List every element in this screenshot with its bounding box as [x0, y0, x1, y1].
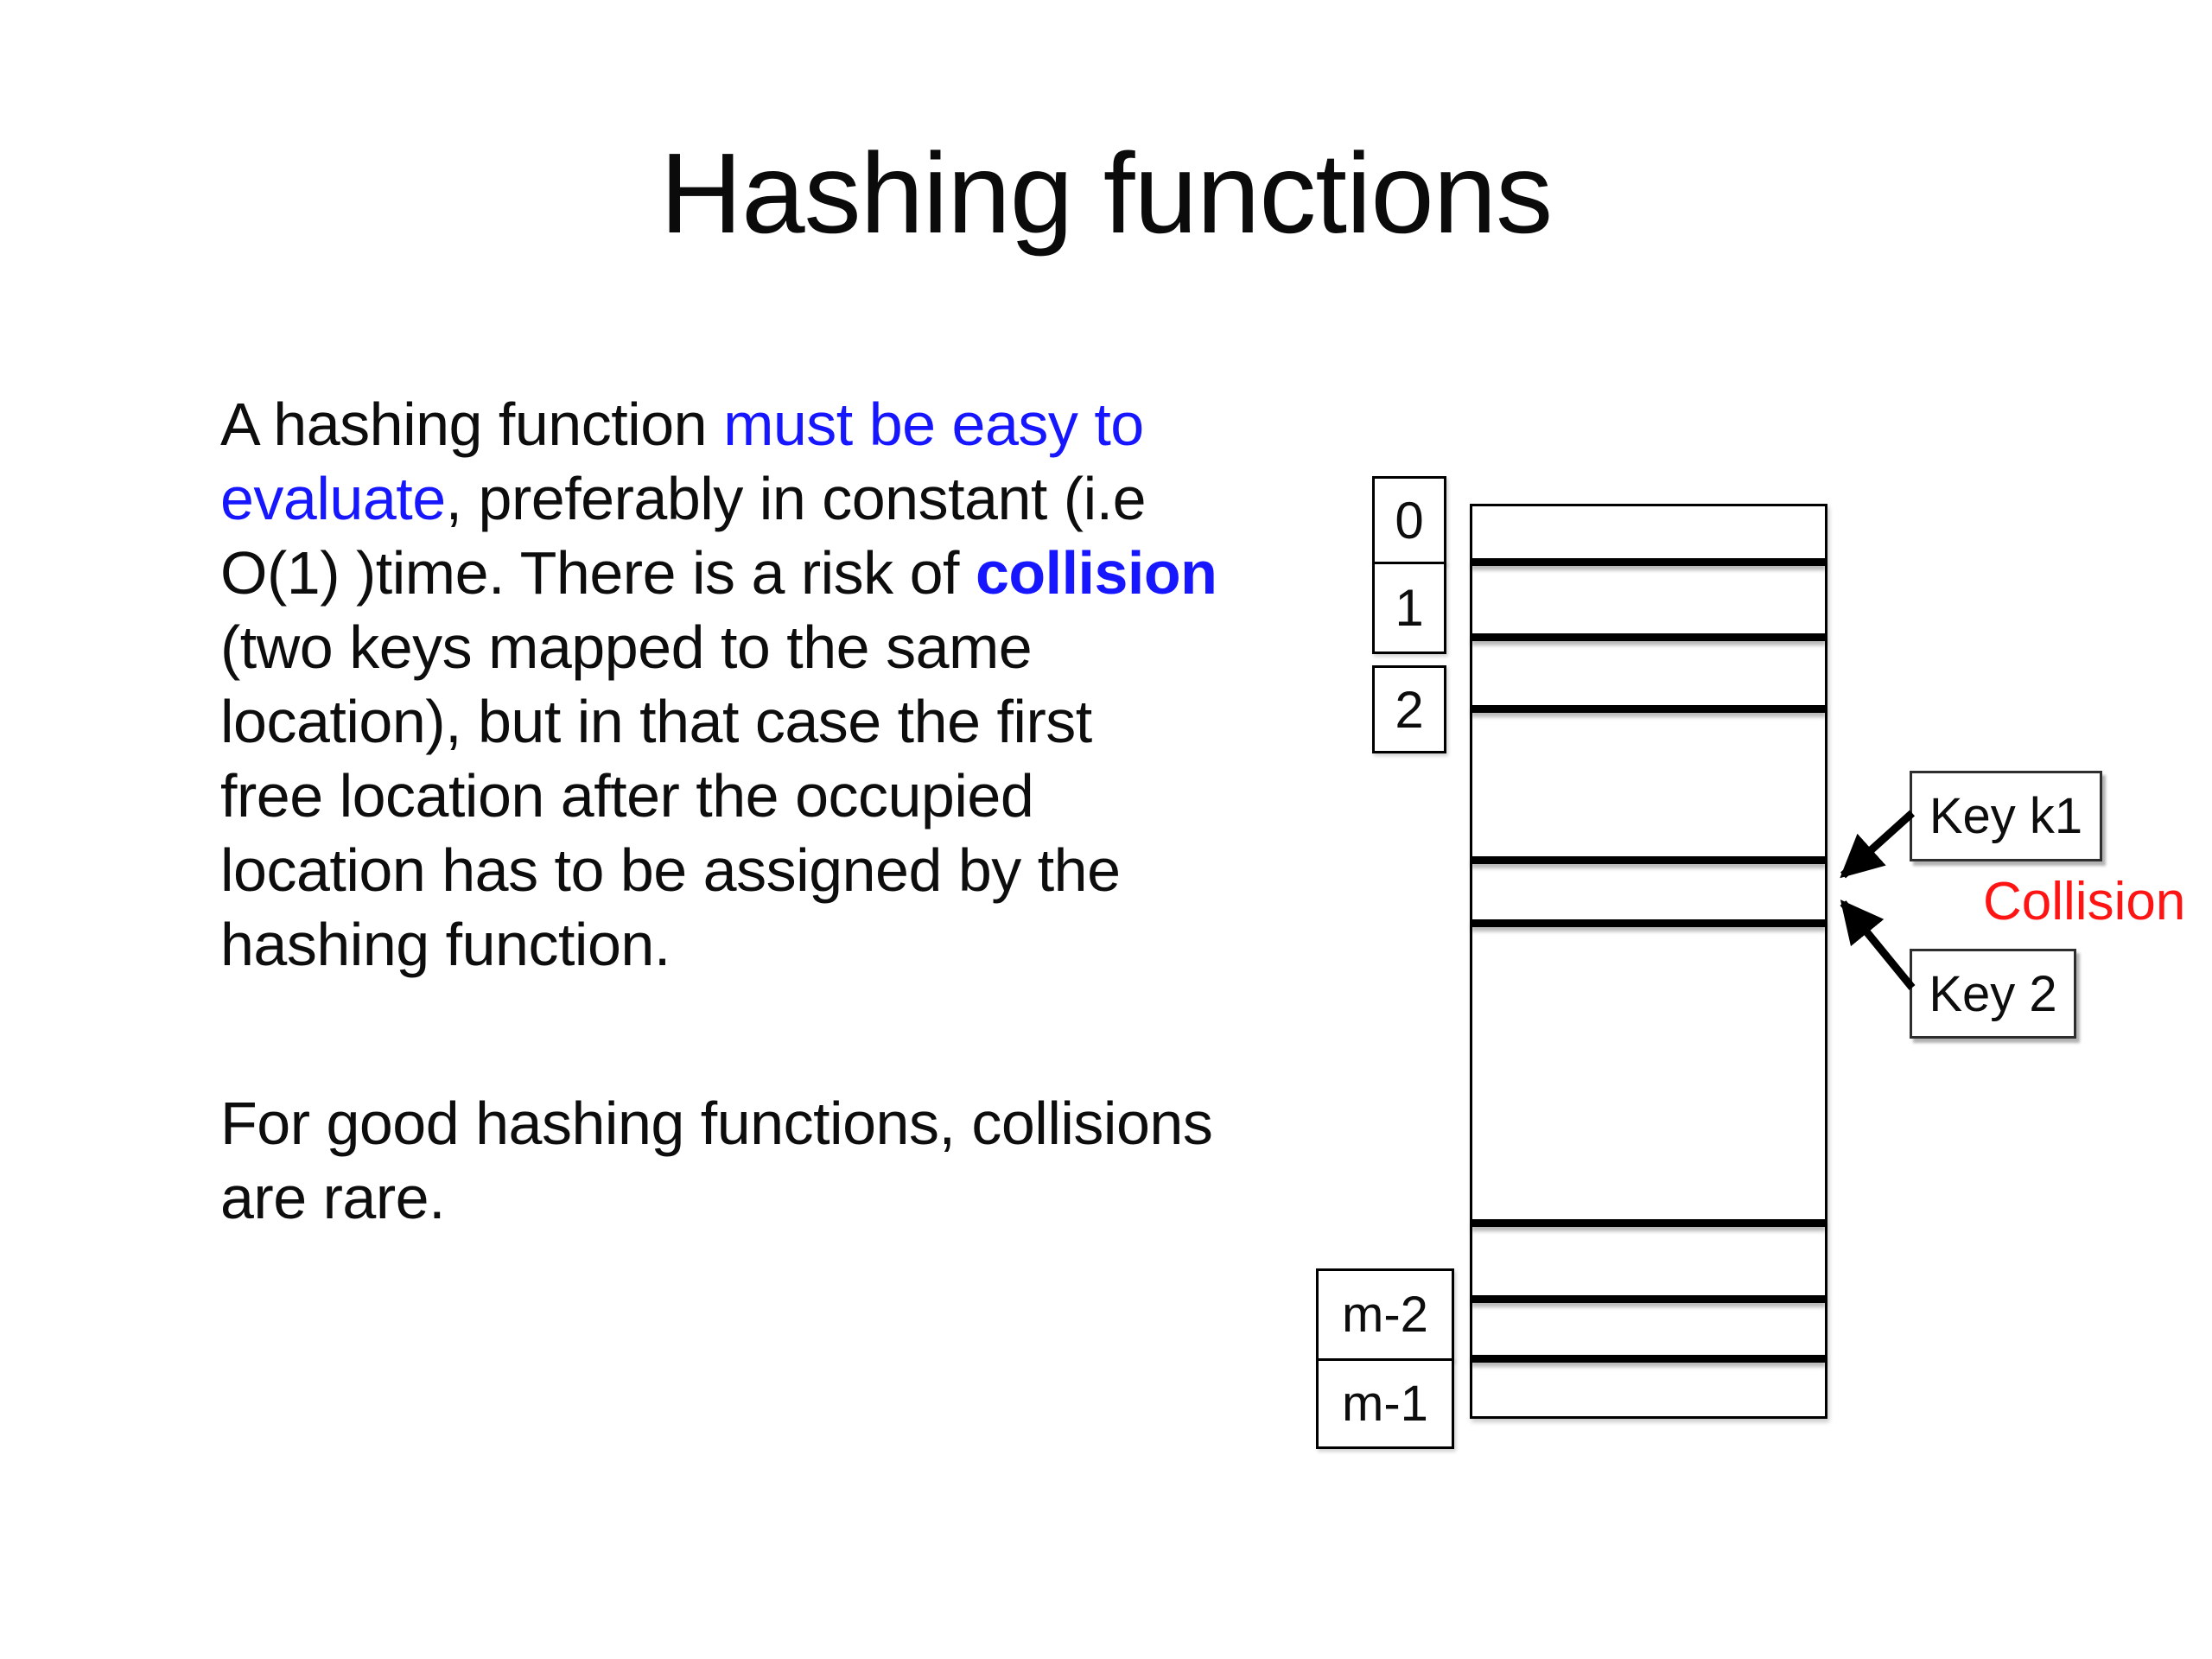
hash-table: [1470, 504, 1827, 1419]
index-label-0-text: 0: [1395, 491, 1424, 550]
body-text-line: For good hashing functions, collisions: [220, 1086, 1217, 1160]
body-text-run: location has to be assigned by the: [220, 836, 1121, 904]
hash-table-slot-divider: [1471, 705, 1826, 713]
body-text-line: are rare.: [220, 1160, 1217, 1235]
key-k1-box: Key k1: [1910, 771, 2102, 861]
body-text-run: location), but in that case the first: [220, 688, 1092, 755]
body-text-run: evaluate: [220, 465, 446, 532]
hash-table-slot-divider: [1471, 856, 1826, 864]
body-text-line: (two keys mapped to the same: [220, 610, 1217, 684]
body-text-run: are rare.: [220, 1164, 446, 1231]
body-text-run: , preferably in constant (i.e: [445, 465, 1147, 532]
body-text-run: O(1) )time. There is a risk of: [220, 539, 976, 607]
slide-title: Hashing functions: [659, 130, 1553, 257]
key-2-label: Key 2: [1929, 965, 2057, 1022]
index-label-0: 0: [1372, 476, 1446, 564]
index-label-1-text: 1: [1395, 579, 1424, 637]
body-text-run: free location after the occupied: [220, 762, 1034, 830]
hash-table-slot-divider: [1471, 633, 1826, 641]
index-label-m-2-text: m-2: [1342, 1287, 1428, 1343]
body-text-run: (two keys mapped to the same: [220, 613, 1033, 681]
body-text-run: For good hashing functions, collisions: [220, 1090, 1213, 1157]
hash-table-slot-divider: [1471, 1219, 1826, 1227]
collision-label: Collision: [1983, 872, 2186, 931]
hash-table-slot-divider: [1471, 919, 1826, 927]
body-text-run: collision: [975, 539, 1217, 607]
body-text-line: hashing function.: [220, 907, 1217, 982]
body-text-run: must be easy to: [723, 391, 1144, 458]
body-text-line: free location after the occupied: [220, 759, 1217, 833]
index-label-1: 1: [1372, 562, 1446, 654]
index-label-m-2: m-2: [1316, 1268, 1454, 1361]
index-label-2-text: 2: [1395, 680, 1424, 739]
body-text-run: hashing function.: [220, 911, 671, 978]
body-paragraph-2: For good hashing functions, collisions ar…: [220, 1086, 1217, 1235]
key-k1-label: Key k1: [1929, 788, 2083, 844]
body-text-line: O(1) )time. There is a risk of collision: [220, 536, 1217, 610]
hash-table-slot-divider: [1471, 1295, 1826, 1303]
body-text-line: evaluate, preferably in constant (i.e: [220, 461, 1217, 536]
body-text-line: A hashing function must be easy to: [220, 387, 1217, 461]
body-text-run: A hashing function: [220, 391, 724, 458]
body-text-line: location has to be assigned by the: [220, 833, 1217, 907]
key-2-arrow: [1840, 899, 1916, 990]
body-text-line: location), but in that case the first: [220, 684, 1217, 759]
key-k1-arrow: [1840, 810, 1916, 879]
hash-table-slot-divider: [1471, 1355, 1826, 1363]
index-label-m-1-text: m-1: [1342, 1376, 1428, 1432]
key-2-box: Key 2: [1910, 949, 2076, 1039]
index-label-2: 2: [1372, 665, 1446, 753]
hash-table-slot-divider: [1471, 558, 1826, 566]
index-label-m-1: m-1: [1316, 1358, 1454, 1449]
